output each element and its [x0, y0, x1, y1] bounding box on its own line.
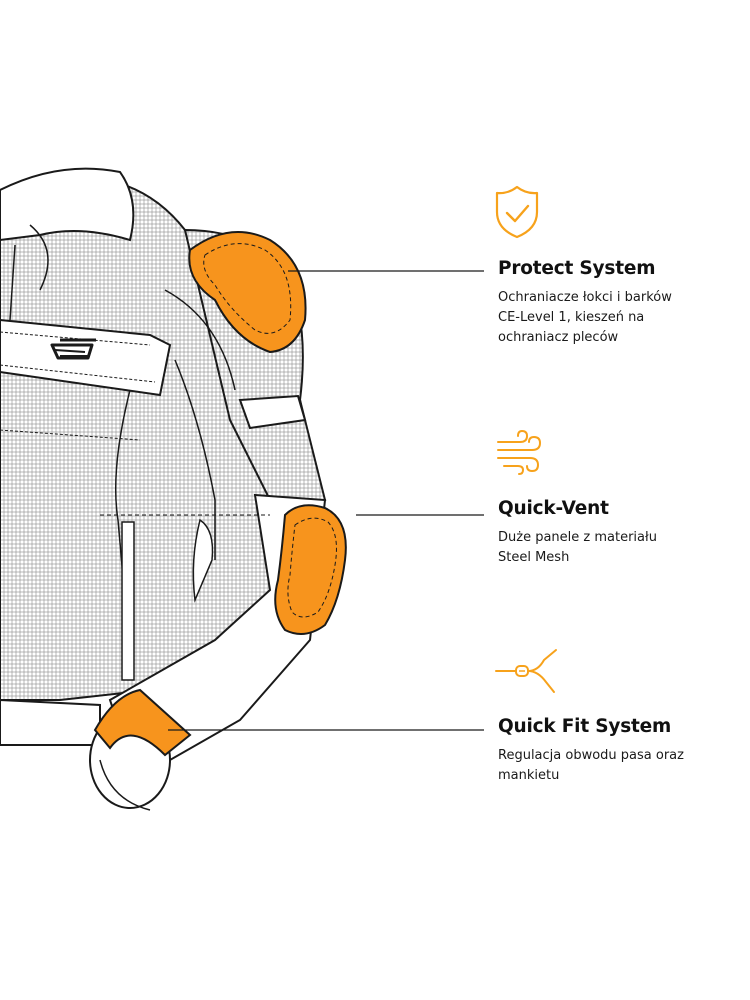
feature-description: Ochraniacze łokci i barków CE-Level 1, k…: [498, 288, 738, 348]
leader-lines: [168, 270, 484, 731]
feature-quick-fit-system: Quick Fit System Regulacja obwodu pasa o…: [498, 716, 738, 786]
feature-title: Protect System: [498, 258, 656, 279]
waist-band: [0, 698, 101, 746]
cuff-strap: [93, 688, 192, 757]
feature-title: Quick-Vent: [498, 498, 609, 519]
desc-line: CE-Level 1, kieszeń na: [498, 310, 645, 325]
adjuster-cord-icon: [495, 649, 557, 693]
jacket-illustration: [0, 167, 347, 811]
shield-check-icon: [495, 185, 539, 239]
jacket-collar: [0, 167, 135, 242]
desc-line: Duże panele z materiału: [498, 530, 657, 545]
sleeve-band: [238, 394, 307, 430]
feature-description: Duże panele z materiału Steel Mesh: [498, 528, 738, 568]
pocket-zipper: [121, 521, 135, 681]
shoulder-pad: [188, 231, 307, 354]
desc-line: ochraniacz pleców: [498, 330, 619, 345]
desc-line: Regulacja obwodu pasa oraz: [498, 748, 684, 763]
brand-logo: [50, 338, 96, 360]
feature-title: Quick Fit System: [498, 716, 672, 737]
wind-icon: [497, 429, 542, 475]
desc-line: mankietu: [498, 768, 560, 783]
feature-quick-vent: Quick-Vent Duże panele z materiału Steel…: [498, 498, 738, 568]
desc-line: Ochraniacze łokci i barków: [498, 290, 672, 305]
elbow-pad: [274, 504, 347, 635]
feature-protect-system: Protect System Ochraniacze łokci i barkó…: [498, 258, 738, 348]
desc-line: Steel Mesh: [498, 550, 570, 565]
feature-description: Regulacja obwodu pasa oraz mankietu: [498, 746, 738, 786]
